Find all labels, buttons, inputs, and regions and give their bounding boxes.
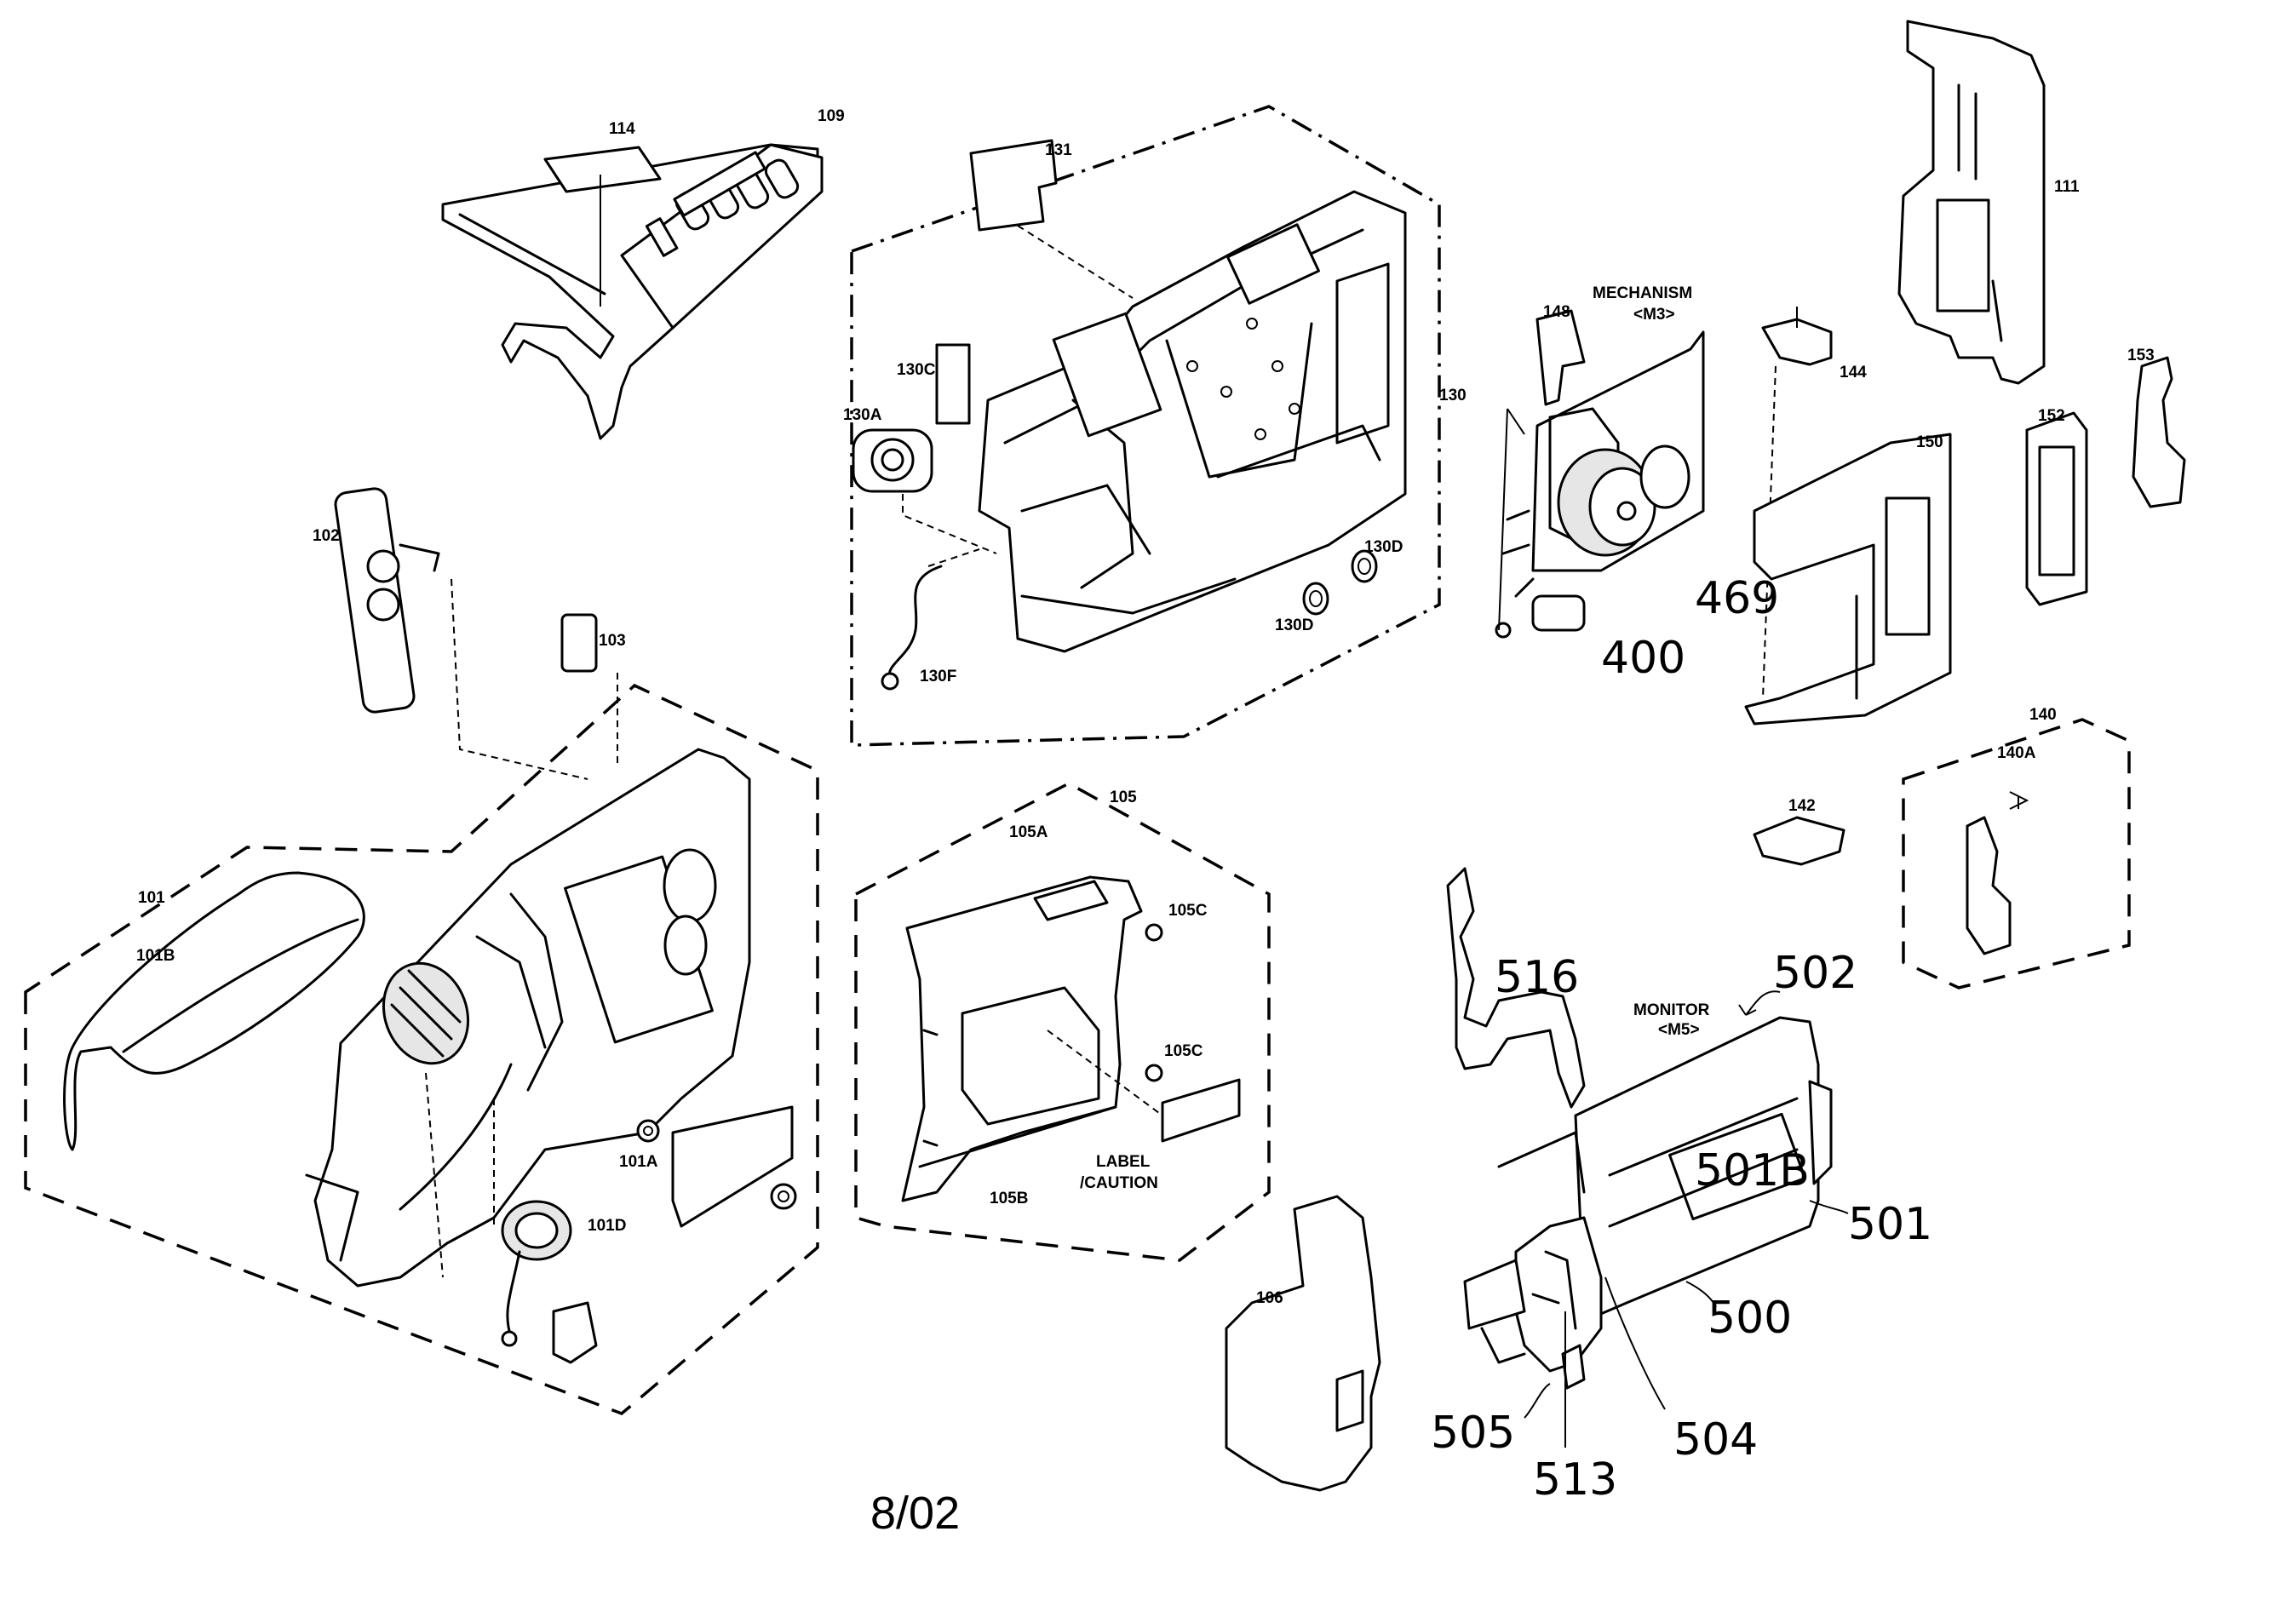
part-130d-screw-a — [1351, 549, 1378, 583]
handwritten-500: 500 — [1708, 1293, 1792, 1344]
label-101b: 101B — [136, 947, 175, 965]
part-101d-speaker — [501, 1200, 598, 1364]
part-130-main-chassis — [978, 190, 1407, 653]
label-105b: 105B — [990, 1190, 1028, 1207]
label-109: 109 — [818, 107, 845, 125]
handwritten-501b: 501B — [1695, 1145, 1810, 1196]
part-screw-bottom — [770, 1183, 797, 1210]
label-101a: 101A — [619, 1153, 658, 1171]
label-105: 105 — [1110, 789, 1137, 806]
label-103: 103 — [599, 632, 626, 650]
label-150: 150 — [1916, 433, 1943, 451]
label-105c-a: 105C — [1168, 902, 1208, 920]
leader-502-arrow — [1738, 990, 1781, 1016]
part-140a-flex — [1966, 816, 2012, 955]
part-130f-wire — [888, 565, 943, 679]
leader-500 — [1685, 1281, 1717, 1308]
part-101b-strap-edge — [122, 918, 359, 1053]
part-131-bracket — [969, 139, 1058, 232]
part-102-side-panel — [334, 487, 440, 714]
part-109-top-cover — [441, 143, 824, 440]
group-outline-140 — [1902, 718, 2131, 989]
part-130a-speaker — [852, 428, 933, 493]
label-130: 130 — [1439, 387, 1467, 404]
leader-130a — [902, 494, 997, 554]
label-m5: <M5> — [1658, 1021, 1700, 1039]
part-101a-screw — [636, 1119, 660, 1143]
part-label-caution — [1161, 1078, 1241, 1143]
leader-130f — [927, 548, 980, 567]
label-130a: 130A — [843, 406, 882, 424]
part-105c-screw-b — [1145, 1064, 1163, 1082]
handwritten-513: 513 — [1533, 1454, 1617, 1506]
part-111-side-frame — [1897, 20, 2046, 385]
part-153-flex — [2132, 356, 2186, 508]
label-mechanism: MECHANISM — [1593, 284, 1692, 302]
leader-144-down — [1762, 365, 1777, 699]
leader-505 — [1524, 1383, 1551, 1419]
leader-101-inner — [425, 1072, 495, 1278]
label-101: 101 — [138, 889, 165, 907]
label-130f: 130F — [920, 668, 956, 685]
handwritten-469: 469 — [1695, 573, 1779, 624]
label-114: 114 — [609, 120, 635, 138]
label-105c-b: 105C — [1164, 1042, 1203, 1060]
leader-105-label — [1047, 1030, 1163, 1116]
label-131: 131 — [1045, 141, 1072, 159]
part-148-bracket — [1535, 309, 1586, 406]
part-101-housing — [305, 748, 794, 1288]
part-500-monitor — [1463, 1016, 1833, 1390]
part-105-side-cover — [901, 875, 1143, 1202]
label-105a: 105A — [1009, 823, 1048, 841]
handwritten-505: 505 — [1431, 1408, 1515, 1459]
part-140a-marker — [2009, 791, 2029, 810]
leader-400 — [1498, 408, 1525, 631]
part-142-bracket — [1753, 816, 1845, 866]
handwritten-502: 502 — [1773, 948, 1857, 999]
handwritten-400: 400 — [1601, 633, 1685, 684]
handwritten-501: 501 — [1848, 1199, 1932, 1250]
leader-504 — [1604, 1276, 1666, 1410]
part-516-flex — [1446, 867, 1586, 1109]
leader-131 — [1017, 225, 1134, 299]
label-153: 153 — [2127, 347, 2155, 364]
label-140a: 140A — [1997, 744, 2036, 762]
part-130c-pad — [935, 343, 971, 425]
label-152: 152 — [2038, 407, 2065, 425]
label-130c: 130C — [897, 361, 936, 379]
label-monitor: MONITOR — [1633, 1001, 1710, 1019]
part-400-mechanism — [1495, 330, 1705, 639]
group-outline-105 — [854, 782, 1271, 1262]
handwritten-504: 504 — [1673, 1414, 1758, 1465]
group-outline-130 — [850, 105, 1441, 747]
label-101d: 101D — [588, 1217, 626, 1235]
date-mark: 8/02 — [870, 1488, 960, 1539]
label-144: 144 — [1840, 364, 1867, 381]
part-106-grip — [1225, 1195, 1381, 1492]
label-130d-b: 130D — [1275, 617, 1313, 634]
label-140: 140 — [2029, 706, 2057, 724]
part-130d-screw-b — [1302, 582, 1329, 616]
part-103-pad — [560, 613, 598, 673]
part-150-shield-plate — [1744, 433, 1952, 726]
leader-102 — [451, 578, 588, 780]
label-106: 106 — [1256, 1289, 1283, 1307]
handwritten-516: 516 — [1495, 952, 1579, 1003]
part-101b-strap — [63, 871, 365, 1151]
label-caution-line1: LABEL — [1096, 1153, 1151, 1171]
label-111: 111 — [2054, 178, 2080, 196]
part-105c-screw-a — [1145, 923, 1163, 942]
part-106-grip-slot — [1335, 1369, 1364, 1432]
label-148: 148 — [1543, 303, 1570, 321]
label-102: 102 — [313, 527, 340, 545]
leader-501 — [1809, 1200, 1849, 1214]
label-m3: <M3> — [1633, 306, 1675, 324]
part-152-frame — [2025, 411, 2088, 606]
part-114-label — [543, 146, 662, 193]
group-outline-101 — [24, 683, 819, 1416]
label-130d-a: 130D — [1364, 538, 1403, 556]
label-142: 142 — [1788, 797, 1816, 815]
label-caution-line2: /CAUTION — [1080, 1174, 1158, 1192]
